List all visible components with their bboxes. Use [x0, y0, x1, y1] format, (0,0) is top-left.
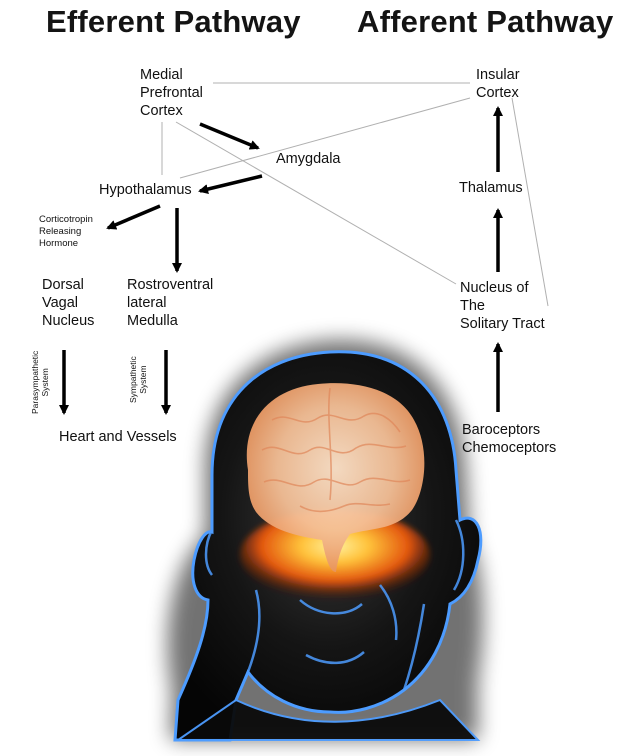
line-mpfc-nts: [175, 121, 457, 285]
node-nucleus-solitary-tract: Nucleus of The Solitary Tract: [460, 280, 545, 332]
arrow-mpfc-amygdala: [199, 122, 260, 150]
brain: [246, 383, 425, 572]
face-contours: [204, 519, 465, 691]
label-sympathetic-system: Sympathetic System: [128, 356, 148, 403]
node-dorsal-vagal-nucleus: Dorsal Vagal Nucleus: [42, 277, 95, 329]
node-amygdala: Amygdala: [276, 151, 341, 167]
node-rostroventral-lateral-medulla: Rostroventral lateral Medulla: [127, 277, 214, 329]
node-medial-prefrontal-cortex: Medial Prefrontal Cortex: [140, 67, 203, 119]
node-baroceptors-chemoceptors: Baroceptors Chemoceptors: [462, 422, 557, 456]
brain-folds: [261, 387, 411, 513]
node-corticotropin-releasing-hormone: Corticotropin Releasing Hormone: [39, 214, 93, 249]
neck: [174, 698, 481, 741]
line-hypothalamus-insular: [179, 97, 471, 179]
label-parasympathetic-system: Parasympathetic System: [30, 350, 50, 414]
afferent-pathway-title: Afferent Pathway: [357, 4, 614, 39]
node-hypothalamus: Hypothalamus: [99, 182, 192, 198]
line-insular-nts: [511, 97, 549, 307]
efferent-pathway-title: Efferent Pathway: [46, 4, 301, 39]
node-heart-and-vessels: Heart and Vessels: [59, 429, 177, 445]
node-insular-cortex: Insular Cortex: [476, 67, 520, 101]
node-thalamus: Thalamus: [459, 180, 523, 196]
arrow-amygdala-hypothalamus: [198, 174, 263, 194]
arrow-hypothalamus-crh: [106, 204, 161, 230]
